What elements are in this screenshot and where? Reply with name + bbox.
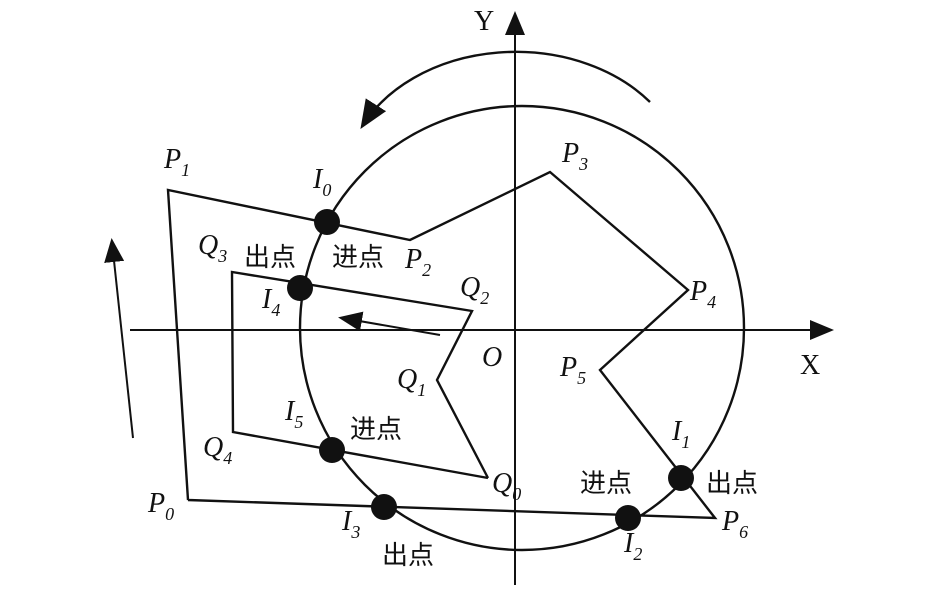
y-axis-label: Y <box>474 6 494 37</box>
entry-point-label-mid: 进点 <box>350 415 402 445</box>
entry-point-label-right: 进点 <box>580 469 632 499</box>
label-i4: I4 <box>261 284 280 320</box>
direction-arrow <box>104 238 134 439</box>
polygon-q <box>230 270 490 480</box>
intersection-i2 <box>615 505 641 531</box>
label-i0: I0 <box>312 164 331 200</box>
exit-point-label-upper: 出点 <box>244 243 296 273</box>
label-p5: P5 <box>559 352 586 388</box>
x-axis-label: X <box>800 350 820 381</box>
origin-label: O <box>482 342 502 373</box>
rotation-arrow <box>360 50 651 130</box>
label-q2: Q2 <box>460 272 489 308</box>
intersection-i4 <box>287 275 313 301</box>
label-p0: P0 <box>147 488 174 524</box>
label-p4: P4 <box>689 276 716 312</box>
label-i3: I3 <box>341 506 360 542</box>
label-p1: P1 <box>163 144 190 180</box>
label-q4: Q4 <box>203 432 232 468</box>
label-i2: I2 <box>623 528 642 564</box>
exit-point-label-bottom: 出点 <box>382 541 434 571</box>
intersection-i3 <box>371 494 397 520</box>
intersection-i0 <box>314 209 340 235</box>
label-i5: I5 <box>284 396 303 432</box>
label-p6: P6 <box>721 506 748 542</box>
label-i1: I1 <box>671 416 690 452</box>
entry-point-label-upper: 进点 <box>332 243 384 273</box>
exit-point-label-right: 出点 <box>706 469 758 499</box>
label-q3: Q3 <box>198 230 227 266</box>
label-q0: Q0 <box>492 468 521 504</box>
intersection-i1 <box>668 465 694 491</box>
label-p3: P3 <box>561 138 588 174</box>
polygon-p <box>166 170 718 520</box>
label-q1: Q1 <box>397 364 426 400</box>
clip-circle <box>298 104 746 552</box>
intersection-i5 <box>319 437 345 463</box>
inner-direction-arrow <box>338 311 441 336</box>
label-p2: P2 <box>404 244 431 280</box>
